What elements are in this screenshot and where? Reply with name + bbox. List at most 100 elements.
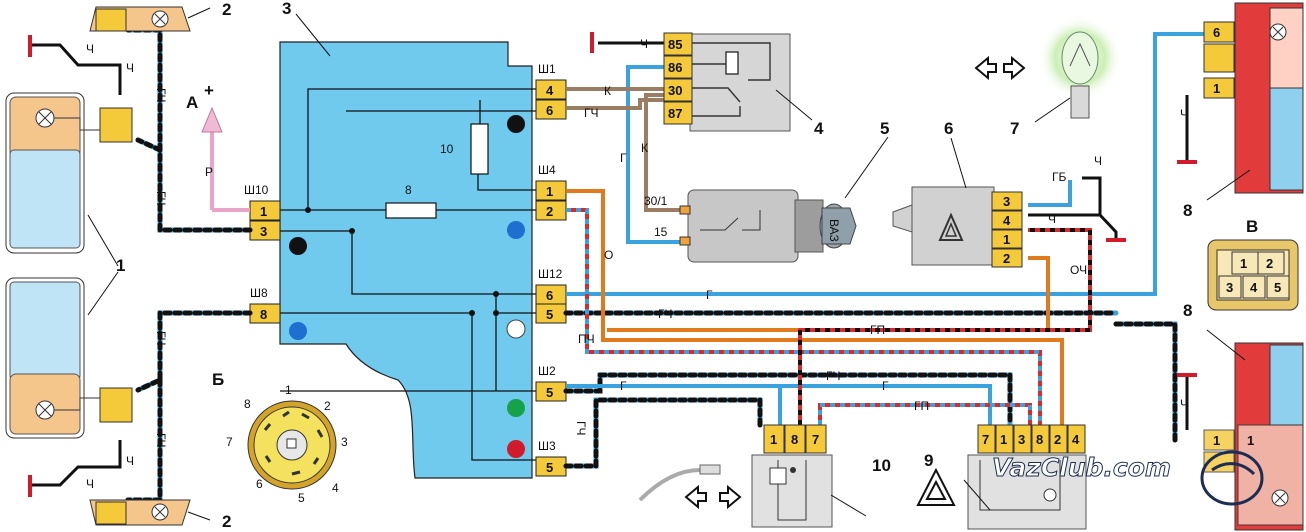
wire-label-k-1: К xyxy=(604,84,611,98)
wire-label-gb: ГБ xyxy=(1052,170,1066,184)
w4-pin-2: 2 xyxy=(546,204,553,219)
inset-a-label: А xyxy=(186,93,198,112)
inset-b-pin-6: 6 xyxy=(256,477,263,491)
wire-label-ch-8: Ч xyxy=(1180,107,1188,121)
junction-dots xyxy=(305,207,499,316)
wire-label-gp-1: ГП xyxy=(870,323,885,337)
led-blue-2 xyxy=(289,322,307,340)
ground-symbols xyxy=(28,32,1197,497)
control-unit-9 xyxy=(967,454,1087,530)
w3-label: Ш3 xyxy=(538,439,556,453)
lamp-connectors xyxy=(99,107,133,423)
wire-label-gp-2: ГП xyxy=(914,399,929,413)
wire-label-och: ОЧ xyxy=(1070,263,1087,277)
wire-label-g-4: Г xyxy=(882,379,889,393)
fuse-8-label: 8 xyxy=(405,183,412,197)
inset-b-pin-2: 2 xyxy=(324,399,331,413)
connector9-pin-2: 2 xyxy=(1054,432,1061,447)
fuse-10-label: 10 xyxy=(440,142,454,156)
wire-label-g-1: Г xyxy=(620,151,627,165)
wire-label-g-2: Г xyxy=(706,288,713,302)
connector10 xyxy=(763,424,827,454)
relay-pin-30: 30 xyxy=(668,83,682,98)
inset-b-pin-5: 5 xyxy=(298,491,305,505)
led-black-2 xyxy=(289,237,307,255)
w4-label: Ш4 xyxy=(538,163,556,177)
connector9-pin-7: 7 xyxy=(982,432,989,447)
inset-v-connector xyxy=(1207,239,1299,311)
wire-label-gch-8: ГЧ xyxy=(574,421,588,436)
led-blue-1 xyxy=(507,221,525,239)
inset-b-pin-1: 1 xyxy=(285,383,292,397)
led-red xyxy=(507,440,525,458)
inset-a-plus: + xyxy=(204,81,214,100)
inset-b-label: Б xyxy=(212,370,224,389)
inset-v-label: В xyxy=(1246,217,1258,236)
tail-lamp-bottom-connector xyxy=(1203,429,1235,473)
relay-4-circuit xyxy=(690,42,771,117)
fuse-10 xyxy=(470,123,489,175)
callout-6: 6 xyxy=(944,119,953,138)
wire-label-ch-1: Ч xyxy=(86,42,94,56)
w2-label: Ш2 xyxy=(538,364,556,378)
relay-4-connector xyxy=(663,32,693,125)
w4-pin-1: 1 xyxy=(546,184,553,199)
wire-label-gch-4: ГЧ xyxy=(154,433,168,448)
w12-pin-5: 5 xyxy=(546,307,553,322)
wire-label-k-2: К xyxy=(641,141,648,155)
connector9-pin-4: 4 xyxy=(1072,432,1080,447)
connector8-pin-1: 1 xyxy=(1213,81,1220,96)
wire-label-ch-7: Ч xyxy=(1048,212,1056,226)
w8-pin-8: 8 xyxy=(260,307,267,322)
w10-pin-1: 1 xyxy=(260,204,267,219)
connector10-pin-8: 8 xyxy=(791,432,798,447)
wire-label-g-3: Г xyxy=(620,379,627,393)
hazard-switch-6 xyxy=(892,186,995,266)
brown-wires xyxy=(566,87,685,212)
sensor-probe-icon xyxy=(638,468,701,502)
callout-2-top: 2 xyxy=(222,0,231,19)
switch6-pin-4: 4 xyxy=(1003,213,1011,228)
connector8b-pin-1b: 1 xyxy=(1247,433,1254,448)
led-white xyxy=(506,319,526,339)
wire-label-pch: ПЧ xyxy=(578,332,595,346)
relay-pin-87: 87 xyxy=(668,106,682,121)
w12-label: Ш12 xyxy=(538,267,563,281)
w2-pin-5: 5 xyxy=(546,385,553,400)
w8-label: Ш8 xyxy=(250,286,268,300)
ignition-terminal-30-1: 30/1 xyxy=(644,194,668,208)
callout-5: 5 xyxy=(880,119,889,138)
callout-7: 7 xyxy=(1010,119,1019,138)
connector9-pin-1: 1 xyxy=(1000,432,1007,447)
tail-lamp-top xyxy=(1234,2,1304,194)
hazard-symbol-9 xyxy=(916,467,956,506)
w3-pin-5: 5 xyxy=(546,460,553,475)
callout-3: 3 xyxy=(282,0,291,18)
headlamp-rear-left xyxy=(5,277,100,439)
led-black-1 xyxy=(507,115,525,133)
w1-pin-4: 4 xyxy=(546,83,554,98)
switch6-pin-1: 1 xyxy=(1003,232,1010,247)
watermark: VazClub.com xyxy=(992,453,1171,482)
hazard-switch-connector xyxy=(991,191,1023,268)
watermark-logo-icon xyxy=(1200,450,1264,506)
connector9-pin-3: 3 xyxy=(1018,432,1025,447)
connector9 xyxy=(977,424,1086,454)
indicator-lamp-7 xyxy=(1038,16,1122,119)
callout-1: 1 xyxy=(116,256,125,275)
connector10-pin-7: 7 xyxy=(812,432,819,447)
ignition-terminal-15: 15 xyxy=(654,225,668,239)
w10-label: Ш10 xyxy=(244,183,269,197)
inset-b-connector xyxy=(247,400,337,490)
wire-label-ch-3: Ч xyxy=(126,454,134,468)
callout-10: 10 xyxy=(872,456,891,475)
callout-2-bottom: 2 xyxy=(222,512,231,531)
w10-pin-3: 3 xyxy=(260,224,267,239)
ignition-key-text: ВАЗ xyxy=(827,219,841,242)
connector8b-pin-1a: 1 xyxy=(1213,433,1220,448)
wire-label-gch-6: ГЧ xyxy=(658,307,673,321)
wire-labels: Ч Ч ГЧ ГЧ ГЧ ГЧ Ч Ч Р Ч К ГЧ Г К О Г ГЧ … xyxy=(86,37,1188,491)
wire-label-ch-2: Ч xyxy=(126,61,134,75)
